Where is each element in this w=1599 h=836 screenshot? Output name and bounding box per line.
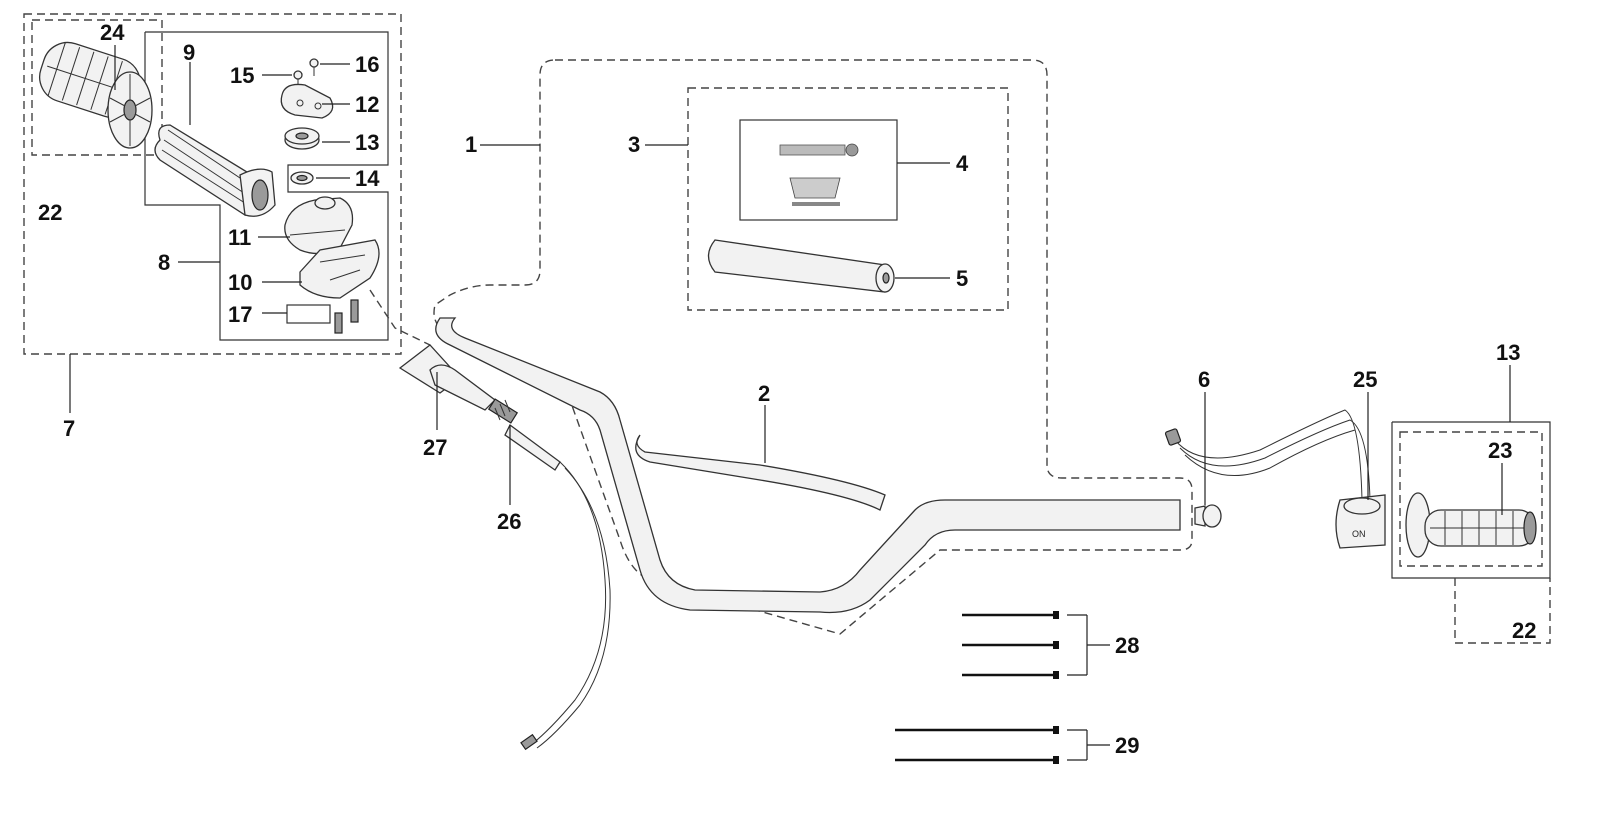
callout-14: 14 xyxy=(355,166,380,191)
callout-28: 28 xyxy=(1115,633,1139,658)
callout-12: 12 xyxy=(355,92,379,117)
callout-5: 5 xyxy=(956,266,968,291)
callout-8: 8 xyxy=(158,250,170,275)
throttle-cable-part xyxy=(398,344,611,751)
group-box-3 xyxy=(687,87,1009,311)
callout-15: 15 xyxy=(230,63,254,88)
kill-switch-part: ON xyxy=(1164,409,1386,549)
callout-2: 2 xyxy=(758,381,770,406)
housing-upper-part xyxy=(284,196,354,255)
group-box-1 xyxy=(433,59,1193,635)
bolt-group-frame xyxy=(286,304,331,324)
ring-part xyxy=(284,127,320,150)
callout-13-right: 13 xyxy=(1496,340,1520,365)
decal-sheet-part xyxy=(779,143,859,206)
callout-22-right: 22 xyxy=(1512,618,1536,643)
callout-1: 1 xyxy=(465,132,477,157)
handlebar-part xyxy=(435,317,1181,614)
zip-ties-long-part xyxy=(895,726,1059,764)
callout-25: 25 xyxy=(1353,367,1377,392)
group-box-8 xyxy=(144,31,389,341)
washer-part xyxy=(290,171,314,185)
group-box-23-inner xyxy=(1399,431,1543,567)
callout-7: 7 xyxy=(63,416,75,441)
callout-24: 24 xyxy=(100,20,125,45)
callout-6: 6 xyxy=(1198,367,1210,392)
bar-end-plug-part xyxy=(1194,504,1222,528)
group-box-7 xyxy=(23,13,402,355)
cover-part xyxy=(280,83,334,119)
callout-17: 17 xyxy=(228,302,252,327)
callout-27: 27 xyxy=(423,435,447,460)
callout-29: 29 xyxy=(1115,733,1139,758)
callout-22-left: 22 xyxy=(38,200,62,225)
assembly-guide-line xyxy=(369,289,431,346)
group-box-22-left xyxy=(31,19,163,156)
callout-9: 9 xyxy=(183,40,195,65)
callout-3: 3 xyxy=(628,132,640,157)
screw-16-part xyxy=(309,58,319,76)
callout-11: 11 xyxy=(228,225,251,250)
callout-4: 4 xyxy=(956,151,969,176)
bolt-17-part xyxy=(334,299,359,334)
throttle-tube-part xyxy=(154,124,276,217)
switch-on-label: ON xyxy=(1352,529,1366,539)
housing-lower-part xyxy=(299,239,380,299)
crossbar-pad-part xyxy=(707,239,895,293)
callout-10: 10 xyxy=(228,270,252,295)
left-grip-part xyxy=(39,41,153,149)
leader-lines xyxy=(69,45,1511,761)
callout-26: 26 xyxy=(497,509,521,534)
zip-ties-short-part xyxy=(962,611,1059,679)
callout-13-left: 13 xyxy=(355,130,379,155)
decal-sheet-frame xyxy=(739,119,898,221)
group-box-22-right xyxy=(1454,578,1551,644)
callout-23: 23 xyxy=(1488,438,1512,463)
callout-16: 16 xyxy=(355,52,379,77)
right-grip-part xyxy=(1405,492,1537,558)
